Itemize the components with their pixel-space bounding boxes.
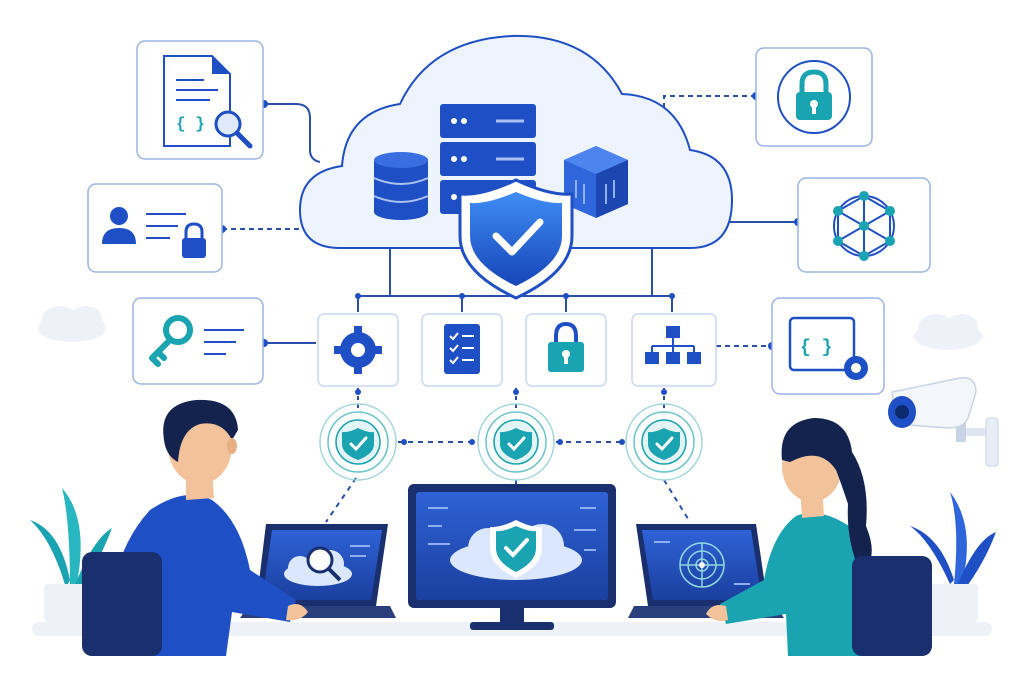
document-search-icon: { } <box>163 55 253 149</box>
tile-checklist <box>421 313 503 387</box>
tile-lock <box>525 313 607 387</box>
laptop-radar-icon <box>679 542 725 588</box>
shield-ring-center <box>477 403 555 481</box>
card-padlock <box>755 47 873 147</box>
connector-lines <box>222 95 798 523</box>
checklist-icon <box>444 324 480 374</box>
hierarchy-icon <box>645 326 701 364</box>
tile-settings <box>317 313 399 387</box>
padlock-icon <box>777 60 851 134</box>
laptop-search-icon <box>284 546 352 586</box>
shield-check-icon <box>648 428 680 460</box>
shield-ring-left <box>319 403 397 481</box>
padlock-icon <box>548 321 584 372</box>
database-icon <box>373 152 429 220</box>
cube-icon <box>564 146 628 218</box>
card-code-settings: { } <box>771 297 885 395</box>
key-icon <box>149 315 244 367</box>
card-key <box>132 297 264 385</box>
gear-icon <box>334 326 382 374</box>
monitor-cloud-shield-icon <box>450 520 582 580</box>
user-lock-icon <box>102 207 206 258</box>
card-document-search: { } <box>136 40 264 160</box>
shield-ring-right <box>625 403 703 481</box>
bg-cloud-left <box>38 306 106 342</box>
cloud-shield-check-icon <box>458 178 574 300</box>
code-settings-icon: { } <box>788 316 868 380</box>
tile-hierarchy <box>631 313 717 387</box>
card-network <box>797 177 931 273</box>
person-left <box>82 399 308 656</box>
center-monitor <box>408 484 616 630</box>
security-camera-icon <box>888 377 999 467</box>
svg-text:{ }: { } <box>176 115 205 133</box>
shield-check-icon <box>342 428 374 460</box>
person-right <box>706 418 932 656</box>
left-laptop <box>240 524 396 618</box>
svg-text:{ }: { } <box>800 338 832 358</box>
card-user-lock <box>87 183 223 273</box>
bg-cloud-right <box>914 314 982 350</box>
shield-check-icon <box>500 428 532 460</box>
right-laptop <box>628 524 784 618</box>
plant-right <box>910 492 996 622</box>
